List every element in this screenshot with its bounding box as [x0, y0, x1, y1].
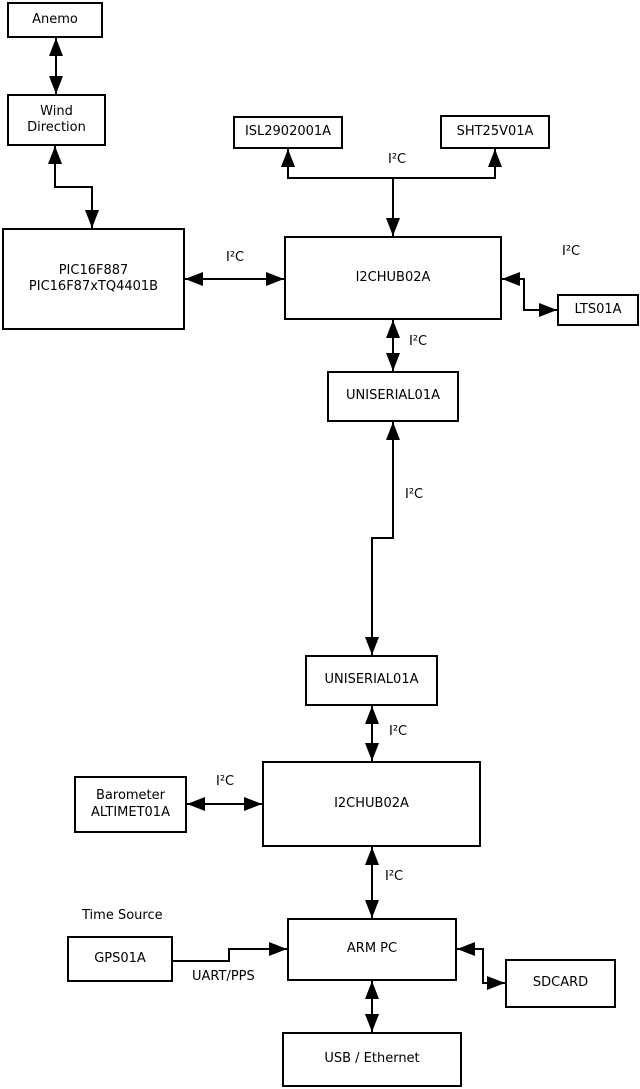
- node-pic: PIC16F887 PIC16F87xTQ4401B: [2, 228, 185, 330]
- node-anemo-label: Anemo: [32, 11, 78, 27]
- node-wind-direction-line2: Direction: [27, 120, 86, 135]
- label-i2c-uniserial2-hub2: I²C: [389, 724, 408, 739]
- label-i2c-hub2-armpc: I²C: [385, 869, 404, 884]
- label-uart-pps: UART/PPS: [192, 969, 255, 984]
- label-time-source: Time Source: [82, 908, 163, 923]
- node-wind-direction-line1: Wind: [40, 103, 73, 119]
- node-sht-label: SHT25V01A: [456, 123, 534, 139]
- node-sht: SHT25V01A: [440, 115, 550, 149]
- label-i2c-lts: I²C: [562, 244, 581, 259]
- node-barometer-line1: Barometer: [96, 788, 165, 804]
- node-lts-label: LTS01A: [574, 301, 622, 317]
- node-i2c-hub-bottom: I2CHUB02A: [262, 761, 481, 847]
- node-anemo: Anemo: [7, 2, 103, 38]
- node-i2c-hub-top: I2CHUB02A: [284, 236, 502, 320]
- node-gps: GPS01A: [67, 936, 173, 982]
- node-uniserial-top-label: UNISERIAL01A: [346, 388, 440, 404]
- label-i2c-uniserial-link: I²C: [405, 487, 424, 502]
- node-sdcard-label: SDCARD: [532, 975, 589, 991]
- node-uniserial-bottom: UNISERIAL01A: [305, 655, 438, 706]
- edge-uniserial1-uniserial2: [365, 422, 400, 655]
- label-i2c-barometer: I²C: [216, 774, 235, 789]
- node-usb-ethernet-label: USB / Ethernet: [324, 1051, 420, 1067]
- node-uniserial-bottom-label: UNISERIAL01A: [324, 672, 419, 688]
- node-i2c-hub-top-label: I2CHUB02A: [355, 269, 431, 285]
- node-lts: LTS01A: [557, 294, 639, 326]
- label-i2c-sensors: I²C: [388, 152, 407, 167]
- edge-sensors-bus: [281, 149, 502, 179]
- node-gps-label: GPS01A: [94, 950, 146, 966]
- node-barometer-line2: ALTIMET01A: [91, 804, 170, 820]
- node-arm-pc-label: ARM PC: [346, 941, 398, 957]
- edge-hub1-lts: [502, 272, 557, 317]
- node-sdcard: SDCARD: [505, 959, 616, 1008]
- node-wind-direction: Wind Direction: [7, 94, 106, 146]
- node-barometer: Barometer ALTIMET01A: [74, 776, 187, 833]
- node-pic-line1: PIC16F887: [58, 262, 129, 278]
- node-arm-pc: ARM PC: [287, 918, 457, 981]
- node-i2c-hub-bottom-label: I2CHUB02A: [334, 795, 409, 811]
- label-i2c-hub1-uniserial1: I²C: [409, 334, 428, 349]
- edge-gps-armpc: [173, 942, 287, 962]
- node-uniserial-top: UNISERIAL01A: [327, 371, 459, 422]
- node-isl: ISL2902001A: [233, 116, 343, 149]
- node-usb-ethernet: USB / Ethernet: [282, 1032, 462, 1087]
- edge-wind-pic: [48, 146, 99, 228]
- node-isl-label: ISL2902001A: [244, 124, 332, 140]
- edge-armpc-sdcard: [457, 942, 505, 990]
- node-pic-line2: PIC16F87xTQ4401B: [28, 279, 159, 294]
- label-i2c-pic-hub1: I²C: [226, 250, 245, 265]
